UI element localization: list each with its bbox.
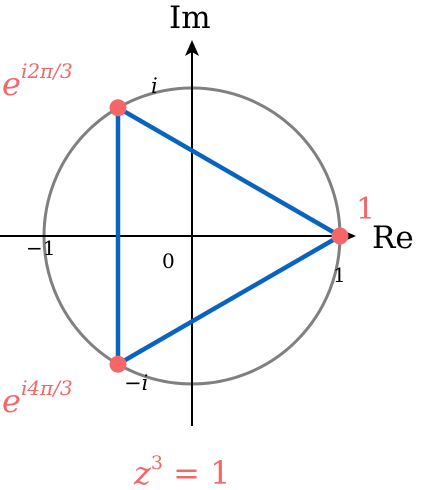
root-point-1 xyxy=(331,227,349,245)
equation-base: z xyxy=(133,454,152,490)
root-points xyxy=(109,99,349,373)
root-label-3-base: e xyxy=(2,382,21,420)
root-point-3 xyxy=(109,355,127,373)
imag-axis-arrowhead xyxy=(185,40,199,56)
imag-neg-tick-label: −i xyxy=(124,371,148,395)
root-label-1: 1 xyxy=(356,192,375,227)
origin-label: 0 xyxy=(162,249,175,273)
real-neg-tick-label: −1 xyxy=(26,236,55,260)
real-axis-label: Re xyxy=(372,220,414,256)
root-label-2-base: e xyxy=(2,65,21,103)
equation-rhs: = 1 xyxy=(163,454,231,490)
imag-axis-label: Im xyxy=(169,0,211,36)
root-label-3: ei4π/3 xyxy=(2,376,73,420)
imag-pos-tick-label: i xyxy=(151,74,158,98)
equation-exponent: 3 xyxy=(151,452,163,474)
root-label-2: ei2π/3 xyxy=(2,59,73,103)
equation-label: z3 = 1 xyxy=(133,452,230,490)
roots-triangle xyxy=(115,103,345,369)
root-label-3-exponent: i4π/3 xyxy=(21,376,73,400)
real-pos-tick-label: 1 xyxy=(333,263,346,287)
root-label-2-exponent: i2π/3 xyxy=(21,59,73,83)
root-point-2 xyxy=(109,99,127,117)
